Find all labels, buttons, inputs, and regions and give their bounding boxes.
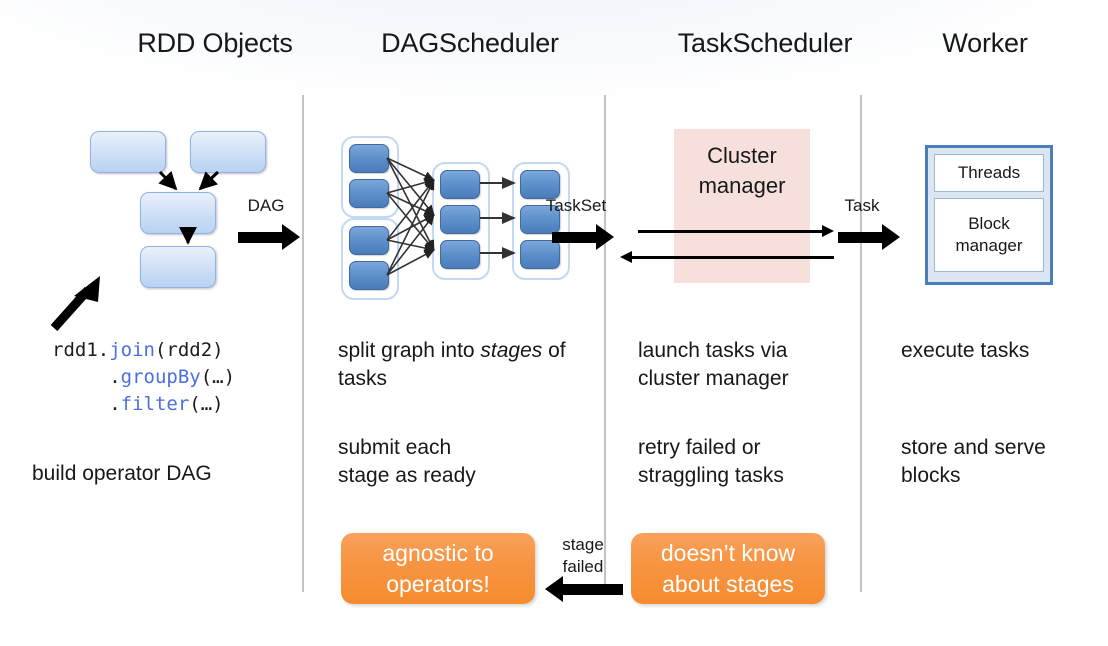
dag-text-part-1: split graph into xyxy=(338,339,481,362)
divider-task-worker xyxy=(860,95,862,592)
arrow-stage-failed xyxy=(545,576,623,602)
column-header-taskscheduler: TaskScheduler xyxy=(677,28,853,58)
code-line-1: rdd1.join(rdd2) xyxy=(52,339,224,361)
arrow-taskscheduler-to-worker xyxy=(838,224,900,250)
code-line-2: .groupBy(…) xyxy=(52,366,236,388)
column-header-dagscheduler: DAGScheduler xyxy=(381,28,559,58)
taskscheduler-text-2: retry failed or straggling tasks xyxy=(638,436,784,487)
code-line-3: .filter(…) xyxy=(52,393,224,415)
dag-node-b2 xyxy=(349,261,389,290)
dag-node-c2 xyxy=(440,205,480,234)
arrow-rdd-to-dagscheduler xyxy=(238,224,300,250)
dag-node-d3 xyxy=(520,240,560,269)
worker-text-1: execute tasks xyxy=(901,339,1030,362)
rdd-box-bottom xyxy=(140,246,216,288)
flow-label-dag: DAG xyxy=(247,196,285,215)
taskscheduler-text-1: launch tasks via cluster manager xyxy=(638,339,789,390)
worker-text-2: store and serve blocks xyxy=(901,436,1046,487)
stage-failed-label: stage failed xyxy=(562,535,604,576)
worker-box: Threads Block manager xyxy=(925,145,1053,285)
callout-agnostic-to-operators: agnostic to operators! xyxy=(341,533,535,604)
worker-block-manager-box: Block manager xyxy=(934,198,1044,272)
divider-rdd-dag xyxy=(302,95,304,592)
worker-threads-box: Threads xyxy=(934,154,1044,192)
arrow-dagscheduler-to-taskscheduler xyxy=(552,224,614,250)
flow-label-taskset: TaskSet xyxy=(545,196,607,215)
column-header-worker: Worker xyxy=(942,28,1028,58)
dag-node-d2 xyxy=(520,205,560,234)
dag-text-part-2: of tasks xyxy=(338,339,566,390)
dagscheduler-text-1: split graph into stages of tasks xyxy=(338,337,598,393)
arrow-taskscheduler-to-cluster-manager xyxy=(638,225,834,237)
divider-dag-task xyxy=(604,95,606,592)
rdd-box-top-left xyxy=(90,131,166,173)
rdd-code-snippet: rdd1.join(rdd2) .groupBy(…) .filter(…) xyxy=(52,337,235,418)
flow-label-task: Task xyxy=(844,196,880,215)
rdd-caption: build operator DAG xyxy=(32,462,212,485)
arrow-cluster-manager-to-taskscheduler xyxy=(620,251,834,263)
dag-node-d1 xyxy=(520,170,560,199)
dag-node-a1 xyxy=(349,144,389,173)
dag-node-a2 xyxy=(349,179,389,208)
rdd-lineage-arrows xyxy=(158,170,220,245)
callout-doesnt-know-about-stages: doesn’t know about stages xyxy=(631,533,825,604)
dag-node-c1 xyxy=(440,170,480,199)
rdd-box-middle xyxy=(140,192,216,234)
cluster-manager-label: Cluster manager xyxy=(698,143,786,198)
dag-text-italic: stages xyxy=(480,339,543,362)
dagscheduler-text-2: submit each stage as ready xyxy=(338,436,476,487)
code-pointer-arrow xyxy=(50,276,100,332)
dag-node-c3 xyxy=(440,240,480,269)
column-header-rdd-objects: RDD Objects xyxy=(137,28,293,58)
rdd-box-top-right xyxy=(190,131,266,173)
dag-shuffle-edges xyxy=(386,157,516,276)
